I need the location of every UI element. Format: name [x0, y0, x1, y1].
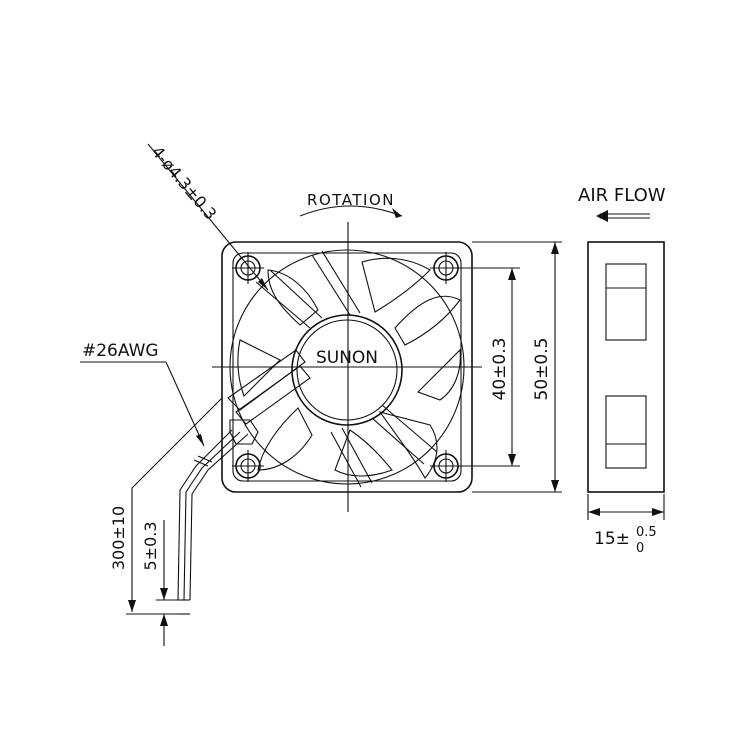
fan-hub: SUNON	[291, 314, 403, 426]
frame-size-dimension: 50±0.5	[472, 241, 562, 493]
strip-length-label: 5±0.3	[141, 521, 160, 570]
fan-side-view	[587, 241, 665, 493]
hole-spacing-dimension: 40±0.3	[446, 267, 520, 467]
hole-spacing-label: 40±0.3	[490, 338, 510, 401]
air-flow-indicator: AIR FLOW	[578, 185, 666, 222]
wire-gauge-callout: #26AWG	[80, 341, 205, 447]
thickness-dimension: 15± 0.5 0	[587, 494, 665, 556]
lead-wires	[177, 429, 249, 615]
thickness-lower-tolerance: 0	[636, 541, 644, 556]
centerlines	[212, 222, 482, 512]
mount-hole-dimension: 4-ø4.3±0.3	[148, 142, 220, 223]
lead-length-dimension: 300±10	[109, 397, 223, 615]
support-spokes	[255, 250, 438, 488]
lead-length-label: 300±10	[109, 506, 128, 570]
air-flow-label: AIR FLOW	[578, 185, 666, 206]
rotation-label: ROTATION	[307, 191, 395, 209]
wire-gauge-label: #26AWG	[82, 341, 159, 361]
strip-length-dimension: 5±0.3	[141, 520, 178, 646]
rotation-indicator: ROTATION	[299, 191, 403, 218]
thickness-upper-tolerance: 0.5	[636, 525, 657, 540]
mount-hole-callout: 4-ø4.3±0.3	[147, 142, 269, 291]
thickness-label: 15±	[594, 529, 630, 549]
frame-size-label: 50±0.5	[532, 338, 552, 401]
brand-label: SUNON	[316, 348, 378, 368]
